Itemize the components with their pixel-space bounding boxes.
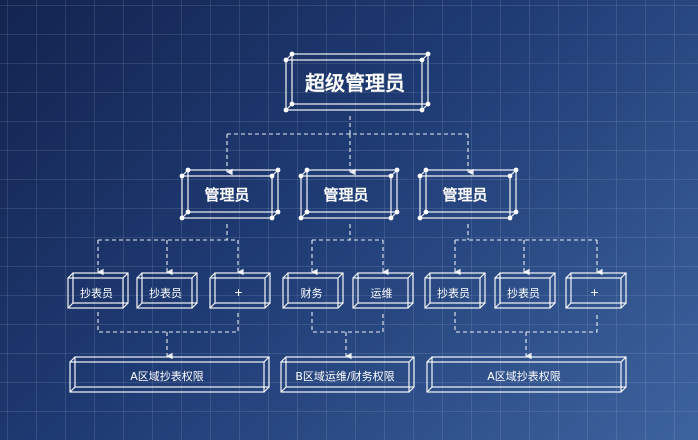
leaf-meter-reader-2: 抄表员 xyxy=(149,286,182,300)
node-boxes xyxy=(67,51,627,393)
leaf-meter-reader-4: 抄表员 xyxy=(507,286,540,300)
leaf-finance: 财务 xyxy=(300,286,323,300)
admin-node-label-3: 管理员 xyxy=(442,185,488,204)
leaf-meter-reader-3: 抄表员 xyxy=(437,286,470,300)
leaf-node-box-1 xyxy=(67,272,129,309)
leaf-add-member-2: + xyxy=(589,286,600,299)
leaf-node-box-6 xyxy=(424,272,486,309)
leaf-node-box-2 xyxy=(136,272,198,309)
leaf-operations: 运维 xyxy=(370,286,393,300)
admin-node-label-1: 管理员 xyxy=(204,185,250,204)
leaf-node-box-7 xyxy=(494,272,556,309)
admin-node-box-1 xyxy=(179,167,281,221)
group-3-bottom-bracket xyxy=(454,312,598,333)
permission-box-1 xyxy=(69,356,270,393)
connector-lines xyxy=(97,116,603,360)
group-2-bottom-bracket xyxy=(311,312,384,333)
admin-node-label-2: 管理员 xyxy=(323,185,369,204)
leaf-meter-reader-1: 抄表员 xyxy=(80,286,113,300)
leaf-add-member-1: + xyxy=(233,286,244,299)
permission-area-b-ops-finance: B区域运维/财务权限 xyxy=(295,369,395,383)
root-node-box xyxy=(283,51,431,113)
leaf-node-box-3 xyxy=(209,272,271,309)
permission-box-2 xyxy=(280,356,415,393)
leaf-node-box-5 xyxy=(352,272,414,309)
admin-node-box-2 xyxy=(298,167,400,221)
admin-node-box-3 xyxy=(417,167,519,221)
permission-area-a-meter-2: A区域抄表权限 xyxy=(487,369,561,383)
permission-area-a-meter-1: A区域抄表权限 xyxy=(130,369,204,383)
root-node-label: 超级管理员 xyxy=(305,70,405,95)
permission-box-3 xyxy=(426,356,627,393)
leaf-node-box-4 xyxy=(282,272,344,309)
leaf-node-box-8 xyxy=(565,272,627,309)
group-1-bottom-bracket xyxy=(97,312,239,333)
